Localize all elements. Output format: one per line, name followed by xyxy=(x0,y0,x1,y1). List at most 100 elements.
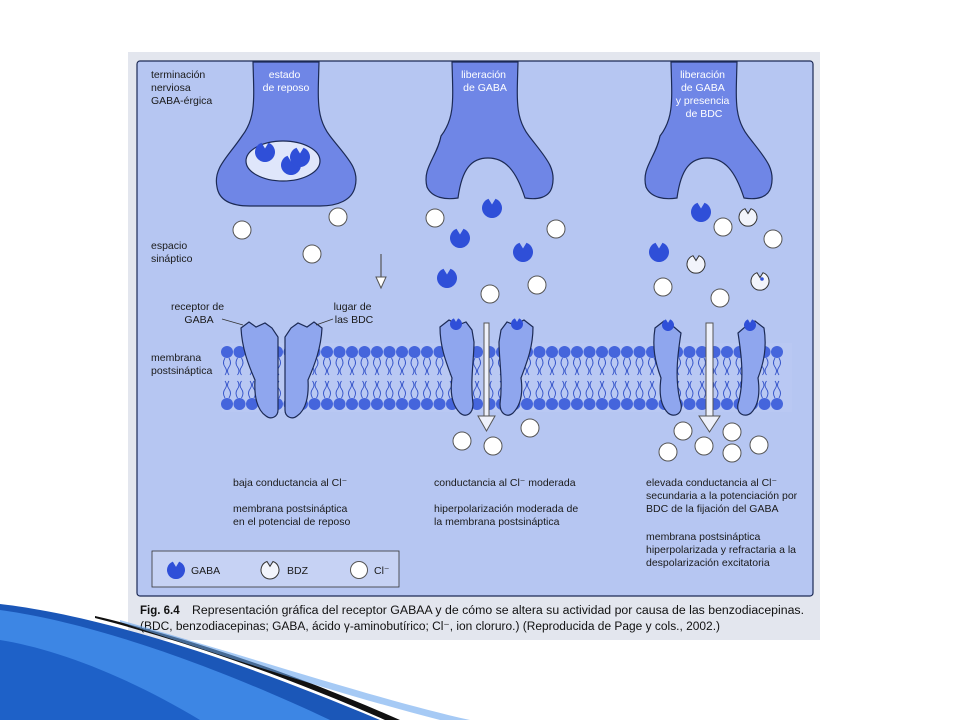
lipid-tail xyxy=(560,380,569,399)
lipid-tail xyxy=(348,357,356,376)
panel-desc-bdc-2: membrana postsináptica hiperpolarizada y… xyxy=(646,531,799,569)
lipid-head xyxy=(383,398,396,410)
lipid-head xyxy=(246,398,258,410)
receptor-pointer xyxy=(221,318,244,326)
lipid-tail xyxy=(635,357,644,376)
presynaptic-terminal-release xyxy=(425,61,554,200)
lipid-tail xyxy=(623,380,631,399)
lipid-head xyxy=(558,346,571,358)
lipid-tail xyxy=(598,380,606,399)
lipid-tail xyxy=(435,380,444,399)
lipid-tail xyxy=(648,380,656,399)
panel-desc-bdc-1: elevada conductancia al Cl⁻ secundaria a… xyxy=(646,477,800,515)
lipid-head xyxy=(633,398,646,410)
lipid-head xyxy=(546,346,558,358)
legend-gaba-label: GABA xyxy=(191,565,220,577)
lipid-head xyxy=(221,346,233,358)
lipid-head xyxy=(596,398,608,410)
lipid-head xyxy=(371,398,383,410)
lipid-tail xyxy=(685,357,694,376)
panel-title-rest: estado de reposo xyxy=(263,69,310,94)
figure-number: Fig. 6.4 xyxy=(140,605,180,617)
lipid-tail xyxy=(548,357,556,376)
lipid-head xyxy=(608,346,621,358)
membrane-label: membrana postsináptica xyxy=(151,352,212,377)
receptor-label: receptor de GABA xyxy=(171,301,227,326)
bdz-molecule xyxy=(750,272,770,291)
lipid-tail xyxy=(398,357,406,376)
lipid-tail xyxy=(435,357,444,376)
lipid-head xyxy=(558,398,571,410)
chloride-ions-lower xyxy=(452,418,769,463)
lipid-head xyxy=(383,346,396,358)
panel-desc-release-2: hiperpolarización moderada de la membran… xyxy=(434,503,581,528)
lipid-tail xyxy=(535,380,544,399)
lipid-head xyxy=(233,346,246,358)
lipid-head xyxy=(696,398,708,410)
lipid-tail xyxy=(348,380,356,399)
lipid-tail xyxy=(723,380,731,399)
chloride-flow-arrow xyxy=(698,322,721,433)
legend-bdz-icon xyxy=(260,560,280,580)
lipid-head xyxy=(608,398,621,410)
lipid-tail xyxy=(473,380,481,399)
lipid-tail xyxy=(610,357,619,376)
panel-title-release: liberación de GABA xyxy=(461,69,509,94)
lipid-tail xyxy=(335,380,344,399)
panel-desc-release-1: conductancia al Cl⁻ moderada xyxy=(434,477,576,489)
lipid-tail xyxy=(585,380,594,399)
lipid-head xyxy=(646,398,658,410)
lipid-head xyxy=(771,346,783,358)
lipid-head xyxy=(533,398,546,410)
arrow-icon xyxy=(375,254,387,290)
lipid-head xyxy=(471,398,483,410)
lipid-head xyxy=(408,346,421,358)
slide-decoration xyxy=(0,604,470,720)
lipid-tail xyxy=(360,380,369,399)
lipid-tail xyxy=(223,357,231,376)
lipid-tail xyxy=(373,357,381,376)
lipid-tail xyxy=(335,357,344,376)
gaba-receptor-open xyxy=(439,319,534,416)
chloride-ions-upper xyxy=(232,207,783,308)
lipid-head xyxy=(583,398,596,410)
lipid-head xyxy=(758,398,771,410)
lipid-tail xyxy=(385,357,394,376)
chloride-flow-arrow xyxy=(477,322,496,433)
gaba-receptor-open-bdc xyxy=(653,320,766,416)
lipid-tail xyxy=(635,380,644,399)
lipid-tail xyxy=(360,357,369,376)
presynaptic-terminal-release-bdc xyxy=(644,61,773,200)
lipid-tail xyxy=(523,380,531,399)
lipid-head xyxy=(233,398,246,410)
bdc-site-label: lugar de las BDC xyxy=(334,301,375,326)
lipid-tail xyxy=(773,357,781,376)
lipid-tail xyxy=(685,380,694,399)
lipid-tail xyxy=(760,380,769,399)
synaptic-space-label: espacio sináptico xyxy=(151,240,193,265)
caption-line-2: (BDC, benzodiacepinas; GABA, ácido γ-ami… xyxy=(140,621,720,633)
lipid-tail xyxy=(410,380,419,399)
lipid-tail xyxy=(398,380,406,399)
lipid-head xyxy=(421,346,433,358)
terminal-label: terminación nerviosa GABA-érgica xyxy=(151,69,212,107)
lipid-tail xyxy=(235,357,244,376)
panel-desc-rest-1: baja conductancia al Cl⁻ xyxy=(233,477,348,489)
bdz-molecule xyxy=(686,255,706,274)
legend-chloride-icon xyxy=(350,561,368,579)
lipid-tail xyxy=(235,380,244,399)
lipid-head xyxy=(421,398,433,410)
lipid-head xyxy=(333,346,346,358)
lipid-tail xyxy=(548,380,556,399)
lipid-tail xyxy=(560,357,569,376)
lipid-head xyxy=(333,398,346,410)
lipid-head xyxy=(621,398,633,410)
lipid-tail xyxy=(773,380,781,399)
lipid-head xyxy=(396,346,408,358)
legend-bdz-label: BDZ xyxy=(287,565,309,577)
lipid-tail xyxy=(723,357,731,376)
lipid-head xyxy=(633,346,646,358)
lipid-head xyxy=(583,346,596,358)
lipid-tail xyxy=(573,380,581,399)
lipid-head xyxy=(721,398,733,410)
